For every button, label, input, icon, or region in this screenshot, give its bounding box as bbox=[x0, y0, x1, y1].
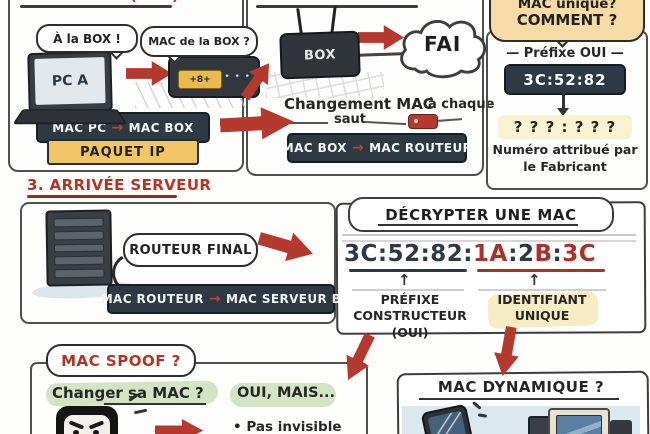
mac-segment: : bbox=[463, 241, 473, 267]
connector-line bbox=[562, 91, 565, 110]
saut-text: saut bbox=[334, 112, 366, 127]
decrypt-title-scroll: DÉCRYPTER UNE MAC bbox=[348, 197, 614, 232]
box-leds: • • • bbox=[224, 72, 251, 82]
oui-mais-text: OUI, MAIS... bbox=[237, 385, 336, 401]
mac-prefix-underline bbox=[349, 269, 467, 272]
arrow-right-icon: → bbox=[351, 140, 365, 156]
dynamique-title-underline bbox=[419, 398, 619, 400]
banner-to: MAC ROUTEUR bbox=[369, 141, 473, 155]
hacker-mask-icon bbox=[56, 406, 118, 434]
pas-invisible-bullet: • Pas invisible bbox=[233, 419, 342, 434]
label-line2: UNIQUE bbox=[514, 308, 570, 324]
banner-mac-box-to-mac-routeur: MAC BOX → MAC ROUTEUR bbox=[282, 133, 472, 163]
router-box-icon: BOX bbox=[279, 30, 361, 80]
label-line2: CONSTRUCTEUR (OUI) bbox=[353, 308, 467, 340]
mac-suffix-underline bbox=[477, 269, 605, 272]
laptop-keyboard bbox=[12, 109, 128, 125]
bubble-line2: COMMENT ? bbox=[516, 11, 618, 30]
mac-segment: : bbox=[552, 241, 563, 267]
mac-segment: 3C bbox=[562, 241, 597, 267]
cloud-icon bbox=[400, 19, 486, 79]
mac-spoof-title: MAC SPOOF ? bbox=[46, 344, 196, 377]
hop-line bbox=[288, 122, 328, 124]
server-slat bbox=[53, 230, 104, 241]
label-line1: IDENTIFIANT bbox=[497, 292, 587, 307]
hop-router-icon bbox=[408, 114, 438, 129]
banner-mac-routeur-to-mac-serveur: MAC ROUTEUR → MAC SERVEUR B bbox=[101, 284, 341, 314]
decrypt-title: DÉCRYPTER UNE MAC bbox=[385, 205, 577, 224]
ruled-line bbox=[352, 289, 464, 291]
up-arrow-icon: ↑ bbox=[398, 271, 411, 289]
mac-address-value: 3C:52:82:1A:2B:3C bbox=[344, 241, 636, 267]
note-line1: Numéro attribué par bbox=[492, 142, 638, 157]
laptop-screen: PC A bbox=[34, 57, 106, 105]
monitor-screen bbox=[556, 415, 602, 434]
mask-eye bbox=[93, 430, 99, 434]
mac-segment: 2 bbox=[517, 241, 535, 267]
panel-mac-spoof bbox=[30, 362, 368, 434]
speech-bubble-mac-de-la-box: MAC de la BOX ? bbox=[140, 26, 258, 57]
ruled-line bbox=[342, 240, 636, 242]
panel1-title-underline bbox=[20, 5, 172, 8]
server-slat bbox=[54, 268, 105, 279]
cloud-label-fai: FAI bbox=[424, 32, 462, 56]
banner-to: MAC SERVEUR B bbox=[226, 292, 342, 306]
decrypt-title-underline bbox=[378, 224, 578, 226]
banner-paquet-ip: PAQUET IP bbox=[47, 139, 199, 165]
server-slat bbox=[53, 243, 105, 253]
panel-arrivee-serveur bbox=[20, 202, 336, 324]
box-display: +8+ bbox=[178, 70, 222, 89]
up-arrow-icon: ↑ bbox=[528, 271, 541, 289]
banner-from: MAC BOX bbox=[281, 141, 347, 155]
ruled-line bbox=[342, 234, 636, 236]
banner-from: MAC ROUTEUR bbox=[100, 292, 204, 306]
unique-identifier-label: IDENTIFIANT UNIQUE bbox=[478, 292, 606, 325]
routeur-final-label: ROUTEUR FINAL bbox=[123, 233, 258, 267]
label-line1: PRÉFIXE bbox=[380, 292, 440, 307]
mac-segment: B bbox=[534, 241, 553, 267]
arrow-right-icon: → bbox=[111, 119, 124, 136]
panel3-title-underline bbox=[27, 195, 177, 198]
device-box-icon bbox=[610, 420, 632, 434]
green-highlight bbox=[230, 383, 336, 407]
laptop-icon: PC A bbox=[27, 50, 113, 114]
fabricant-note: Numéro attribué par le Fabricant bbox=[490, 142, 640, 176]
mask-eye bbox=[73, 430, 79, 434]
server-slat bbox=[53, 217, 104, 228]
arrow-right-icon: → bbox=[208, 291, 222, 307]
bubble-line1: MAC unique? bbox=[517, 0, 617, 12]
changer-underline bbox=[104, 403, 206, 405]
note-line2: le Fabricant bbox=[523, 158, 607, 174]
monitor-icon bbox=[548, 408, 610, 434]
mac-dynamique-title: MAC DYNAMIQUE ? bbox=[437, 378, 605, 396]
phone-screen bbox=[427, 410, 467, 434]
mask-eyebrow bbox=[88, 420, 105, 430]
mac-segment: 3C:52:82 bbox=[344, 241, 464, 267]
mask-face bbox=[64, 415, 110, 434]
changer-sa-mac-text: Changer sa MAC ? bbox=[52, 384, 204, 402]
mask-eyebrow bbox=[68, 420, 85, 430]
prefixe-oui-title: — Préfixe OUI — bbox=[506, 46, 624, 61]
changement-mac-text: Changement MAC bbox=[284, 95, 434, 113]
server-icon bbox=[45, 209, 113, 287]
connector-arrowhead-icon bbox=[557, 108, 569, 116]
speech-bubble-a-la-box: À la BOX ! bbox=[36, 24, 138, 53]
panel2-title-underline bbox=[256, 5, 418, 8]
unknown-suffix-highlight: ? ? ? : ? ? ? bbox=[498, 115, 632, 139]
oui-prefix-badge: 3C:52:82 bbox=[504, 64, 626, 95]
speech-bubble-mac-unique: MAC unique? COMMENT ? bbox=[489, 0, 645, 42]
mac-segment: : bbox=[508, 241, 518, 267]
panel3-title: 3. ARRIVÉE SERVEUR bbox=[27, 176, 212, 194]
banner-to: MAC BOX bbox=[128, 120, 194, 135]
mac-segment: 1A bbox=[473, 241, 509, 267]
a-chaque-text: à chaque bbox=[428, 97, 495, 112]
server-slat bbox=[54, 255, 105, 266]
ruled-line bbox=[478, 289, 606, 291]
panel2-title: 2. SORTIE INTERNET bbox=[256, 0, 433, 4]
panel1-title: 1. CHEZ TOI (LAN) bbox=[20, 0, 179, 4]
prefix-constructor-label: PRÉFIXE CONSTRUCTEUR (OUI) bbox=[343, 292, 477, 341]
